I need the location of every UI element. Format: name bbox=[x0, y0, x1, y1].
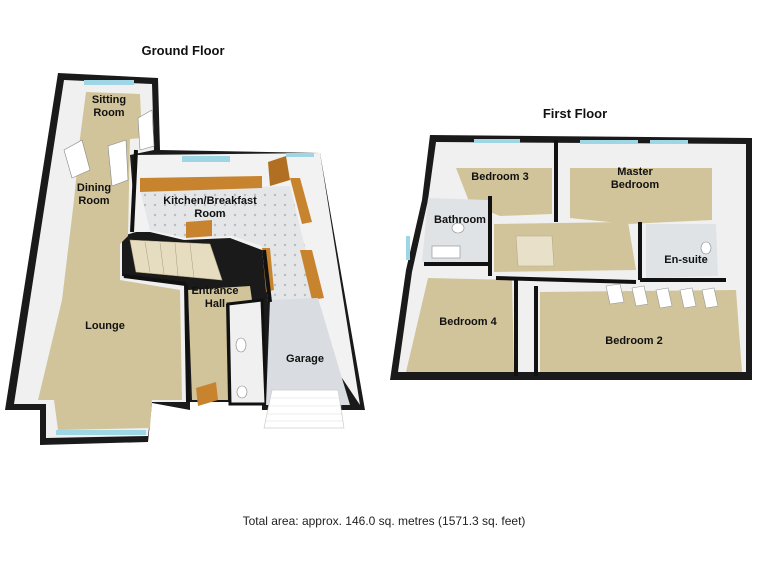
kitchen-floor bbox=[140, 186, 318, 300]
master-bedroom-floor bbox=[570, 168, 712, 224]
lounge-floor bbox=[38, 138, 182, 430]
total-area-caption: Total area: approx. 146.0 sq. metres (15… bbox=[242, 514, 526, 528]
sitting-room-floor bbox=[80, 92, 142, 142]
ground-floor-title: Ground Floor bbox=[141, 43, 224, 58]
bedroom-2-floor bbox=[540, 290, 742, 372]
bathroom-label: Bathroom bbox=[434, 214, 486, 226]
garage-label: Garage bbox=[286, 353, 324, 365]
ensuite-label: En-suite bbox=[664, 254, 707, 266]
ground-stairs bbox=[129, 239, 223, 281]
ensuite-floor bbox=[646, 224, 718, 278]
landing-floor bbox=[494, 222, 636, 272]
entrance-hall-floor bbox=[188, 286, 252, 400]
first-floor-plan bbox=[390, 135, 752, 380]
bedroom-4-floor bbox=[406, 278, 514, 372]
bedroom-3-label: Bedroom 3 bbox=[471, 171, 528, 183]
bedroom-4-label: Bedroom 4 bbox=[439, 316, 497, 328]
first-floor-title: First Floor bbox=[543, 106, 607, 121]
lounge-label: Lounge bbox=[85, 320, 125, 332]
bedroom-2-label: Bedroom 2 bbox=[605, 335, 662, 347]
garage-floor bbox=[266, 298, 350, 405]
ground-floor-plan bbox=[5, 73, 365, 445]
garage-door bbox=[263, 389, 345, 429]
